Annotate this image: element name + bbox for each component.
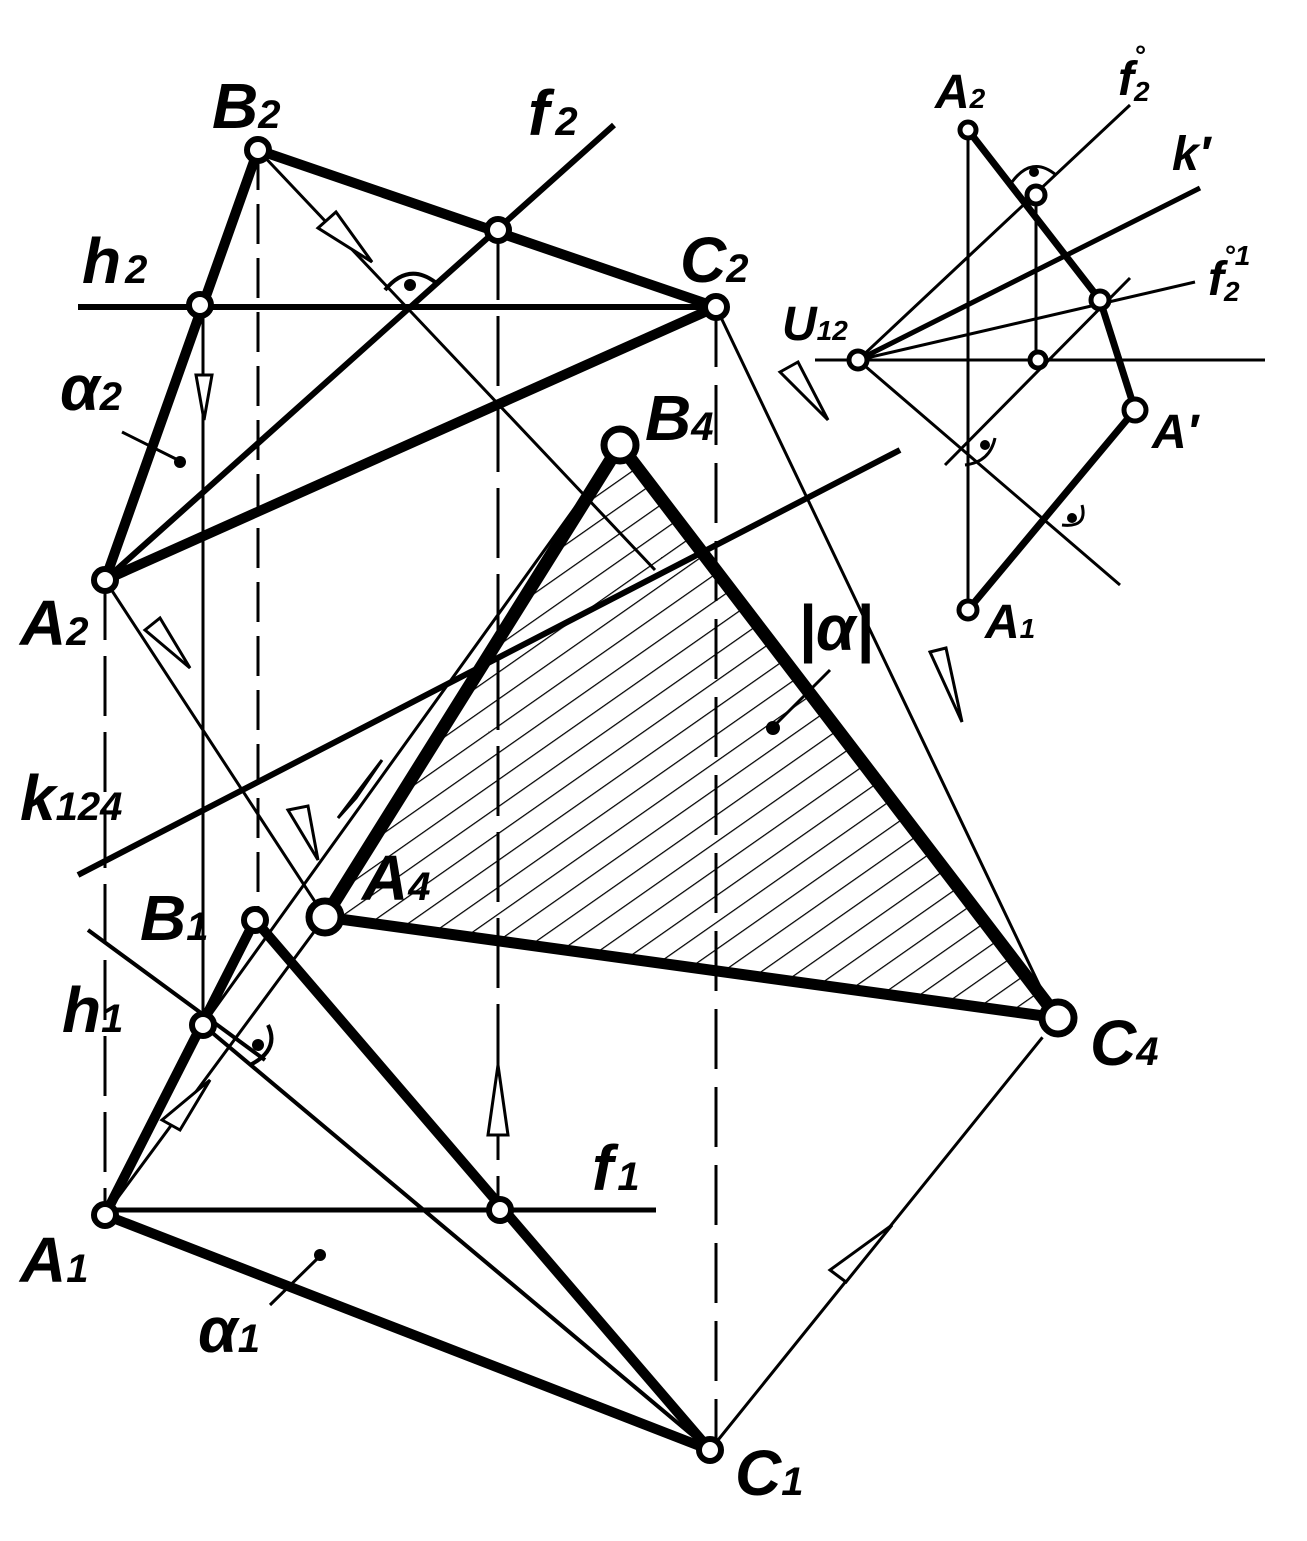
edge-a1-c1 (103, 1210, 712, 1455)
inset-label-f2deg1: f2°1 (1208, 240, 1250, 307)
inset-right-angle-1 (1010, 165, 1057, 183)
point-f1 (486, 1196, 514, 1224)
inset-diag-down (857, 358, 1121, 587)
point-b4 (600, 425, 640, 465)
point-h1 (189, 1011, 217, 1039)
point-c2 (702, 293, 730, 321)
right-angle-dot (404, 279, 416, 291)
arrow-c4-ray (927, 646, 964, 723)
edge-a2-c2 (102, 302, 719, 585)
edge-a4-b4 (319, 441, 626, 921)
point-c1 (696, 1436, 724, 1464)
point-a4 (305, 897, 345, 937)
alpha2-leader (121, 430, 179, 462)
label-b1: B1 (140, 882, 208, 954)
h1-extension (201, 1023, 712, 1452)
inset-a1-aprime (965, 407, 1138, 613)
inset-point-u12 (846, 348, 870, 372)
arrow-h1-ray (159, 1078, 212, 1133)
point-a2 (91, 566, 119, 594)
inset-label-aprime: A′ (1151, 406, 1201, 459)
label-b4: B4 (645, 382, 713, 454)
inset-f2deg (856, 103, 1132, 362)
right-angle-h1 (249, 1024, 274, 1067)
point-c4 (1038, 998, 1078, 1038)
point-a1 (91, 1201, 119, 1229)
inset-point-top (1024, 183, 1048, 207)
label-a1: A1 (18, 1224, 88, 1296)
label-c2: C2 (680, 224, 748, 296)
point-h2-a2b2 (186, 291, 214, 319)
inset-label-a2: A2 (934, 66, 986, 119)
label-h1: h1 (62, 974, 123, 1046)
inset-aprime-seg (1096, 298, 1139, 412)
inset-label-u12: U12 (782, 298, 848, 351)
label-a2: A2 (18, 587, 88, 659)
arrow-f-up (486, 1064, 510, 1137)
right-angle-dot (252, 1039, 264, 1051)
inset-point-a1 (956, 598, 980, 622)
label-alpha-true: |α| (798, 592, 874, 664)
point-b2 (244, 136, 272, 164)
inset-a2-aprime (965, 127, 1103, 303)
true-size-triangle-fill (325, 445, 1058, 1018)
ray-a1-a4 (103, 916, 327, 1216)
inset-label-f2deg: f2° (1118, 40, 1150, 107)
inset-right-angle-dot (1029, 167, 1039, 177)
point-b1 (241, 906, 269, 934)
label-c4: C4 (1090, 1007, 1158, 1079)
edge-b1-c1 (251, 916, 714, 1454)
arrow-b2-ray (315, 209, 374, 264)
inset-label-kprime: k′ (1172, 128, 1213, 181)
edge-a4-c4 (324, 911, 1059, 1024)
arrow-c1-ray (827, 1223, 894, 1285)
inset-f2deg1 (857, 280, 1196, 362)
label-b2: B2 (212, 70, 280, 142)
ray-c2-c4 (714, 306, 1057, 1019)
inset-point-aprime (1121, 396, 1149, 424)
inset-point-mid (1088, 288, 1112, 312)
direction-arrows (142, 209, 964, 1285)
arrow-c2-ray (777, 359, 830, 422)
inset-label-a1: A1 (984, 596, 1035, 649)
arrow-h-down (194, 373, 214, 421)
point-f2-b2c2 (484, 216, 512, 244)
inset-right-angle-dot (1067, 513, 1077, 523)
inset-construction (815, 103, 1265, 622)
label-alpha1: α1 (198, 1294, 260, 1366)
edge-a2-b2 (100, 148, 263, 582)
ray-a2-a4 (103, 579, 327, 918)
right-angle-c2 (383, 271, 437, 292)
ray-h1-b4 (201, 444, 622, 1026)
points (91, 136, 1078, 1464)
inset-right-angle-3 (1061, 504, 1085, 527)
arrow-b4-ray (336, 759, 384, 820)
right-angle-marks (249, 271, 437, 1067)
inset-right-angle-2 (964, 437, 997, 467)
alpha1-leader (268, 1256, 320, 1307)
arrow-a4-in (285, 804, 320, 861)
ray-c1-c4 (708, 1017, 1060, 1451)
edge-a1-b1 (100, 917, 260, 1218)
label-alpha2: α2 (60, 352, 122, 424)
f2-line (103, 122, 616, 583)
label-a4: A4 (360, 842, 430, 914)
inset-kprime (856, 185, 1202, 363)
inset-point-a2 (957, 119, 979, 141)
h1-line (86, 928, 267, 1062)
arrow-a2-ray (142, 615, 192, 670)
label-c1: C1 (735, 1437, 803, 1509)
label-k124: k124 (20, 762, 122, 834)
alpha-true-leader (773, 668, 832, 727)
inset-right-angle-dot (980, 440, 990, 450)
inset-point-horiz (1027, 349, 1049, 371)
edge-b4-c4 (614, 441, 1064, 1022)
